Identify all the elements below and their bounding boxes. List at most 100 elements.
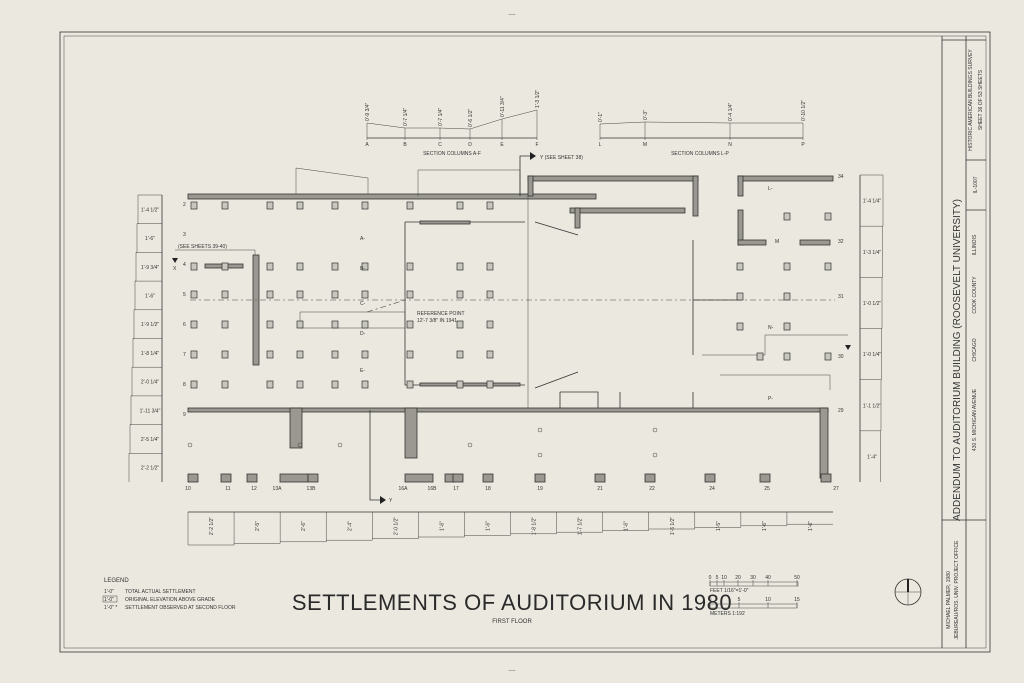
section-column-letter: E xyxy=(500,142,504,148)
left-settlement-profile: 1'-4 1/2"1'-6"1'-9 3/4"1'-6"1'-9 1/2"1'-… xyxy=(128,194,163,482)
row-number: 4 xyxy=(183,262,186,268)
pier xyxy=(220,473,232,483)
column xyxy=(456,262,464,271)
pier xyxy=(452,473,464,483)
city: CHICAGO xyxy=(972,338,978,361)
column-number: 22 xyxy=(649,486,655,492)
interior-label: E- xyxy=(360,368,365,374)
column-number: 17 xyxy=(453,486,459,492)
profile-value: 1'-3 1/4" xyxy=(863,250,882,256)
column-number: 13B xyxy=(307,486,317,492)
column xyxy=(456,201,464,210)
title-block: HISTORIC AMERICAN BUILDINGS SURVEY SHEET… xyxy=(941,36,986,648)
profile-value: 1'-0 1/2" xyxy=(863,301,882,307)
legend-symbol: 1'-0" * xyxy=(104,605,117,611)
column xyxy=(266,262,274,271)
column xyxy=(736,292,744,301)
column xyxy=(406,320,414,329)
pier xyxy=(187,473,199,483)
pier xyxy=(404,473,434,483)
row-number: 9 xyxy=(183,412,186,418)
column xyxy=(221,290,229,299)
section-profile-line xyxy=(366,109,538,130)
drawing-title: SETTLEMENTS OF AUDITORIUM IN 1980 xyxy=(292,590,732,615)
column xyxy=(486,201,494,210)
section-columns-a-f: A0'-9 3/4"B0'-7 1/4"C0'-7 1/4"D0'-6 1/2"… xyxy=(365,89,541,148)
column xyxy=(296,201,304,210)
profile-value: 2'-5 1/4" xyxy=(141,437,160,443)
column-footing xyxy=(537,452,543,458)
pier xyxy=(704,473,716,483)
floor-plan xyxy=(172,152,851,504)
profile-value: 2'-6" xyxy=(301,521,307,531)
section-value: 1'-3 1/2" xyxy=(535,89,541,108)
column-grid: A-B-C-D-E-L-MN-P- xyxy=(187,186,832,483)
legend: LEGEND 1'-0" TOTAL ACTUAL SETTLEMENT 1'-… xyxy=(102,578,236,611)
profile-value: 2'-2 1/2" xyxy=(209,517,215,536)
legend-label: TOTAL ACTUAL SETTLEMENT xyxy=(125,589,196,595)
column xyxy=(406,201,414,210)
section-value: 0'-9 3/4" xyxy=(365,102,371,121)
column xyxy=(296,320,304,329)
legend-label: SETTLEMENT OBSERVED AT SECOND FLOOR xyxy=(125,605,236,611)
address: 430 S. MICHIGAN AVENUE xyxy=(972,388,978,451)
column-number: 27 xyxy=(833,486,839,492)
column xyxy=(456,290,464,299)
pier xyxy=(246,473,258,483)
column xyxy=(331,350,339,359)
profile-value: 1'-6" xyxy=(145,236,155,242)
column xyxy=(456,320,464,329)
interior-label: B- xyxy=(360,266,365,272)
column xyxy=(361,201,369,210)
column xyxy=(406,262,414,271)
bottom-mark: ---- xyxy=(509,668,516,674)
section-column-letter: D xyxy=(468,142,472,148)
column xyxy=(486,320,494,329)
column xyxy=(361,290,369,299)
column xyxy=(296,262,304,271)
column xyxy=(190,380,198,389)
north-arrow xyxy=(894,578,922,606)
profile-value: 2'-0 1/2" xyxy=(393,517,399,536)
column-number: 13A xyxy=(273,486,283,492)
column xyxy=(783,352,791,361)
column xyxy=(331,262,339,271)
column xyxy=(486,350,494,359)
scale-tick-label: 30 xyxy=(750,575,756,581)
column xyxy=(736,262,744,271)
column xyxy=(406,350,414,359)
north-wall xyxy=(187,193,597,200)
column xyxy=(221,380,229,389)
x-marker: X xyxy=(173,266,177,272)
interior-label: N- xyxy=(768,325,774,331)
column xyxy=(756,352,764,361)
section-column-letter: M xyxy=(643,142,647,148)
column-number: 19 xyxy=(537,486,543,492)
y-marker: Y xyxy=(389,498,393,504)
bottom-settlement-profile: 2'-2 1/2"2'-5"2'-6"2'-4"2'-0 1/2"1'-6"1'… xyxy=(187,511,833,546)
column xyxy=(736,322,744,331)
section-value: 0'-4 1/4" xyxy=(728,102,734,121)
profile-value: 1'-5" xyxy=(716,521,722,531)
column xyxy=(331,380,339,389)
scale-tick-label: 10 xyxy=(721,575,727,581)
column xyxy=(456,350,464,359)
column xyxy=(221,350,229,359)
drawing-subtitle: FIRST FLOOR xyxy=(492,619,532,625)
column-footing xyxy=(297,442,303,448)
pier xyxy=(759,473,771,483)
pier xyxy=(279,473,309,483)
row-number: 6 xyxy=(183,322,186,328)
profile-value: 1'-6" xyxy=(808,521,814,531)
interior-label: M xyxy=(775,239,779,245)
section-y-line xyxy=(369,410,380,501)
legend-title: LEGEND xyxy=(104,578,129,584)
profile-value: 1'-6" xyxy=(624,521,630,531)
row-number: 7 xyxy=(183,352,186,358)
profile-value: 1'-8 1/4" xyxy=(141,351,160,357)
survey-number: IL-1007 xyxy=(973,176,979,193)
column xyxy=(331,201,339,210)
